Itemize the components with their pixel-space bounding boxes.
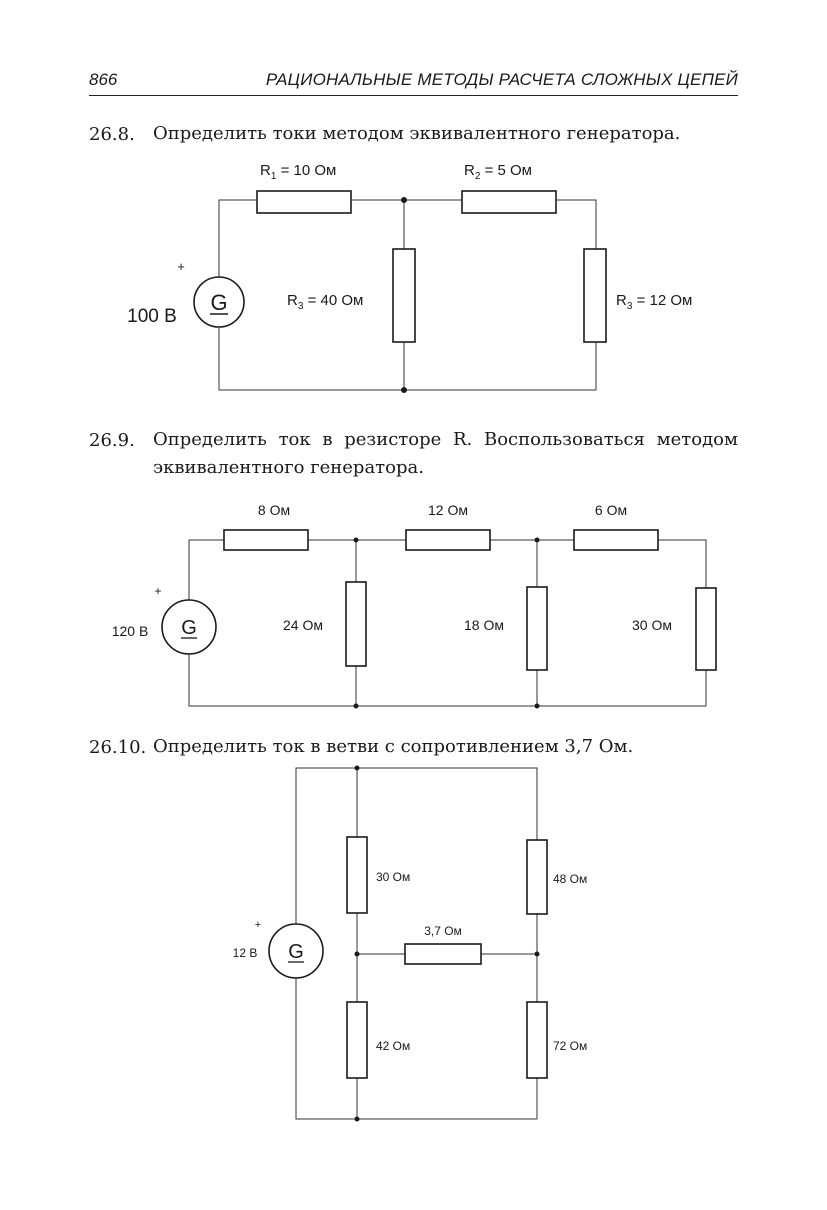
junction-node <box>401 387 407 393</box>
polarity-plus: + <box>154 584 161 598</box>
junction-node <box>534 537 540 543</box>
label-30-ohm: 30 Ом <box>376 870 410 884</box>
resistor-72-ohm <box>526 1001 548 1079</box>
resistor-3-7-ohm <box>404 943 482 965</box>
junction-node <box>354 1116 360 1122</box>
resistor-r2 <box>461 190 557 214</box>
header-rule <box>89 95 738 96</box>
resistor-30-ohm <box>695 587 717 671</box>
resistor-r3-right <box>583 248 607 343</box>
problem-text-26-10: Определить ток в ветви с сопротивлением … <box>153 736 634 757</box>
label-72-ohm: 72 Ом <box>553 1039 587 1053</box>
source-voltage-label: 100 В <box>127 306 177 327</box>
resistor-18-ohm <box>526 586 548 671</box>
generator-letter: G <box>288 941 304 963</box>
label-48-ohm: 48 Ом <box>553 872 587 886</box>
page-number: 866 <box>89 70 118 89</box>
source-voltage-label: 12 В <box>233 946 258 960</box>
resistor-8-ohm <box>223 529 309 551</box>
polarity-plus: + <box>177 259 185 274</box>
generator-symbol <box>268 923 324 979</box>
label-24-ohm: 24 Ом <box>283 617 323 633</box>
resistor-r1 <box>256 190 352 214</box>
junction-node <box>534 951 540 957</box>
problem-number-26-9: 26.9. <box>89 430 135 451</box>
problem-text-26-8: Определить токи методом эквивалентного г… <box>153 123 681 144</box>
generator-letter: G <box>210 290 227 315</box>
junction-node <box>401 197 407 203</box>
generator-symbol <box>193 276 245 328</box>
resistor-24-ohm <box>345 581 367 667</box>
junction-node <box>534 703 540 709</box>
label-6-ohm: 6 Ом <box>595 502 627 518</box>
label-r3-middle: R3 = 40 Ом <box>287 292 363 312</box>
resistor-42-ohm <box>346 1001 368 1079</box>
resistor-6-ohm <box>573 529 659 551</box>
resistor-30-ohm <box>346 836 368 914</box>
junction-node <box>353 703 359 709</box>
junction-node <box>354 765 360 771</box>
junction-node <box>353 537 359 543</box>
problem-number-26-10: 26.10. <box>89 737 147 758</box>
label-42-ohm: 42 Ом <box>376 1039 410 1053</box>
problem-text-26-9: Определить ток в резисторе R. Воспользов… <box>153 429 738 478</box>
generator-letter: G <box>181 617 197 639</box>
label-8-ohm: 8 Ом <box>258 502 290 518</box>
source-voltage-label: 120 В <box>112 623 149 639</box>
label-18-ohm: 18 Ом <box>464 617 504 633</box>
running-header-title: РАЦИОНАЛЬНЫЕ МЕТОДЫ РАСЧЕТА СЛОЖНЫХ ЦЕПЕ… <box>265 70 738 89</box>
label-r2: R2 = 5 Ом <box>464 162 532 182</box>
resistor-48-ohm <box>526 839 548 915</box>
label-r1: R1 = 10 Ом <box>260 162 336 182</box>
polarity-plus: + <box>255 919 261 931</box>
label-30-ohm: 30 Ом <box>632 617 672 633</box>
label-r3-right: R3 = 12 Ом <box>616 292 692 312</box>
label-3-7-ohm: 3,7 Ом <box>424 924 462 938</box>
label-12-ohm: 12 Ом <box>428 502 468 518</box>
generator-symbol <box>161 599 217 655</box>
resistor-r3-middle <box>392 248 416 343</box>
resistor-12-ohm <box>405 529 491 551</box>
junction-node <box>354 951 360 957</box>
problem-number-26-8: 26.8. <box>89 124 135 145</box>
